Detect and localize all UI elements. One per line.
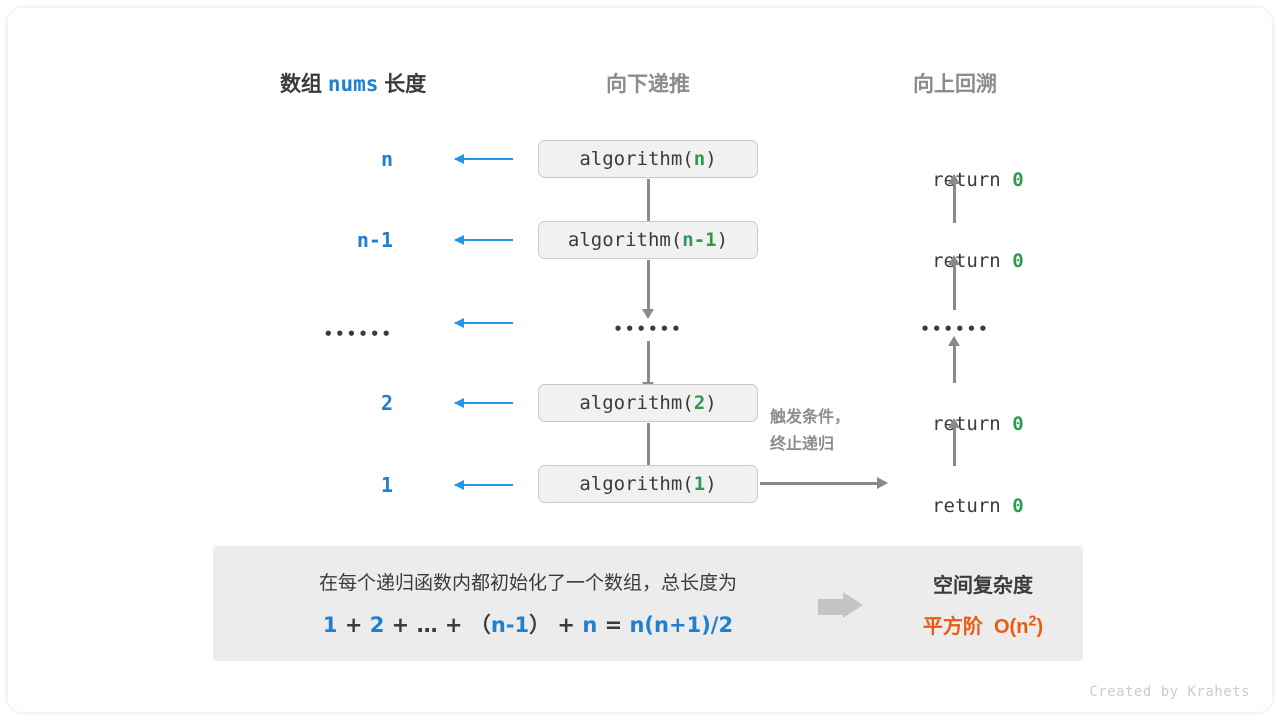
formula-term-1: 1 [322, 613, 338, 637]
call-close-row-4: ) [705, 392, 717, 414]
recursion-arrow-2-to-dots [642, 260, 654, 319]
header-array-prefix: 数组 [280, 73, 322, 96]
return-ellipsis: •••••• [920, 320, 990, 338]
call-arg-row-4: 2 [693, 392, 706, 414]
return-arrow-dots-to-2 [948, 255, 960, 310]
summary-panel: 在每个递归函数内都初始化了一个数组，总长度为 1 + 2 + … + （n-1）… [213, 546, 1083, 661]
return-value-row-2: 0 [1012, 250, 1024, 272]
summary-formula: 1 + 2 + … + （n-1） + n = n(n+1)/2 [323, 609, 733, 639]
formula-term-4: n [582, 613, 598, 637]
call-box-row-1: algorithm(n) [538, 140, 758, 178]
summary-arrow-icon [818, 592, 864, 618]
call-box-row-2: algorithm(n-1) [538, 221, 758, 259]
size-arrow-row-1 [454, 154, 513, 164]
footer-credit: Created by Krahets [1089, 684, 1250, 700]
call-arg-row-5: 1 [693, 473, 706, 495]
complexity-label: 平方阶 [922, 615, 983, 638]
call-close-row-5: ) [705, 473, 717, 495]
formula-op-4: = [597, 613, 630, 637]
return-keyword-row-1: return [932, 169, 1013, 191]
size-label-row-4: 2 [380, 391, 393, 415]
call-box-row-4: algorithm(2) [538, 384, 758, 422]
formula-op-1: + [337, 613, 370, 637]
complexity-exponent: 2 [1028, 612, 1037, 629]
size-label-row-2: n-1 [356, 228, 393, 252]
diagram-canvas: 数组 nums 长度 向下递推 向上回溯 n algorithm(n) retu… [8, 8, 1272, 712]
call-text-row-1: algorithm( [579, 148, 694, 170]
call-arg-row-2: n-1 [682, 229, 717, 251]
formula-term-2: 2 [369, 613, 385, 637]
complexity-paren-close: ) [1036, 615, 1044, 638]
summary-description: 在每个递归函数内都初始化了一个数组，总长度为 [318, 573, 737, 594]
summary-left: 在每个递归函数内都初始化了一个数组，总长度为 1 + 2 + … + （n-1）… [243, 546, 813, 661]
formula-term-3: n-1 [490, 613, 530, 637]
call-text-row-4: algorithm( [579, 392, 694, 414]
complexity-title: 空间复杂度 [933, 574, 1033, 597]
complexity-value: 平方阶 O(n2) [923, 610, 1043, 639]
terminate-arrow [760, 476, 888, 489]
arrow-shaft [818, 599, 844, 615]
terminate-condition-note: 触发条件， 终止递归 [770, 409, 851, 453]
return-value-row-5: 0 [1012, 495, 1024, 517]
complexity-bigo: O(n [994, 615, 1029, 638]
call-arg-row-1: n [693, 148, 706, 170]
size-ellipsis: •••••• [323, 325, 393, 343]
recursion-arrow-1-to-2 [642, 179, 654, 232]
formula-op-2: + … + （ [384, 613, 491, 637]
return-value-row-1: 0 [1012, 169, 1024, 191]
call-text-row-5: algorithm( [579, 473, 694, 495]
size-arrow-row-4 [454, 398, 513, 408]
return-value-row-4: 0 [1012, 413, 1024, 435]
size-arrow-row-3 [454, 318, 513, 328]
header-array-suffix: 长度 [384, 73, 427, 96]
call-box-row-5: algorithm(1) [538, 465, 758, 503]
center-ellipsis: •••••• [613, 320, 683, 338]
formula-op-3: ） + [529, 613, 583, 637]
return-keyword-row-4: return [932, 413, 1013, 435]
column-header-array-length: 数组 nums 长度 [280, 68, 426, 98]
arrow-head [843, 592, 863, 618]
size-label-row-3: •••••• [273, 320, 393, 344]
call-close-row-1: ) [705, 148, 717, 170]
return-keyword-row-2: return [932, 250, 1013, 272]
return-arrow-2-to-1 [948, 174, 960, 223]
recursion-arrow-dots-to-4 [642, 341, 654, 392]
return-arrow-4-to-dots [948, 336, 960, 383]
summary-right: 空间复杂度 平方阶 O(n2) [883, 546, 1083, 661]
return-keyword-row-5: return [932, 495, 1013, 517]
call-text-row-2: algorithm( [567, 229, 683, 251]
return-arrow-5-to-4 [948, 418, 960, 466]
call-close-row-2: ) [716, 229, 729, 251]
column-header-return-up: 向上回溯 [913, 73, 997, 96]
size-arrow-row-2 [454, 235, 513, 245]
size-label-row-1: n [380, 147, 393, 171]
formula-result: n(n+1)/2 [629, 613, 734, 637]
return-row-5: return 0 [886, 473, 1024, 539]
size-label-row-5: 1 [380, 473, 393, 497]
recursion-arrow-4-to-5 [642, 423, 654, 475]
size-arrow-row-5 [454, 480, 513, 490]
column-header-recursion-down: 向下递推 [606, 73, 690, 96]
header-array-code: nums [327, 72, 379, 96]
